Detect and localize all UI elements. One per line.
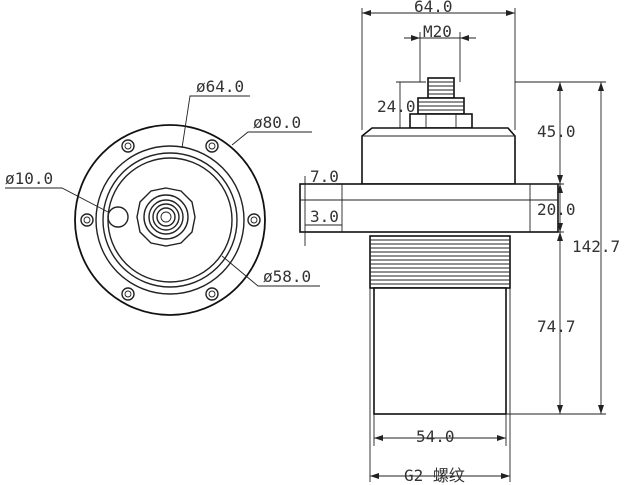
label-h74: 74.7 [537, 317, 576, 336]
label-h3: 3.0 [310, 207, 339, 226]
pitch-circle [95, 145, 245, 295]
bolt-hole-left [80, 213, 94, 227]
label-dia64: ø64.0 [196, 77, 244, 96]
bolt-holes [80, 139, 261, 301]
bolt-hole-top-left [121, 139, 135, 153]
outer-flange-circle [74, 124, 266, 316]
label-thread: G2 螺纹 [404, 466, 465, 485]
label-dia10: ø10.0 [5, 169, 53, 188]
center-connector [136, 187, 196, 247]
lower-body [373, 287, 507, 415]
label-h24: 24.0 [377, 97, 416, 116]
thread-section [369, 235, 511, 289]
bolt-hole-bottom-right [205, 287, 219, 301]
connector-thread [409, 77, 473, 129]
top-view: ø64.0 ø80.0 ø10.0 ø58.0 [5, 77, 320, 316]
label-h45: 45.0 [537, 122, 576, 141]
label-dia80: ø80.0 [253, 113, 301, 132]
leader-dia80 [231, 131, 312, 146]
flange [299, 183, 559, 233]
connector-nut [136, 187, 196, 247]
label-dia58: ø58.0 [263, 267, 311, 286]
label-h142: 142.7 [572, 237, 620, 256]
label-m20: M20 [423, 22, 452, 41]
label-h7: 7.0 [310, 167, 339, 186]
label-width64: 64.0 [414, 0, 453, 16]
leader-dia58 [221, 255, 320, 287]
leader-dia64 [181, 95, 250, 149]
label-h20: 20.0 [537, 200, 576, 219]
side-view: 64.0 M20 24.0 [299, 0, 620, 485]
bolt-hole-right [247, 213, 261, 227]
thread-lines [370, 239, 510, 285]
bolt-hole-top-right [205, 139, 219, 153]
leader-dia10 [5, 187, 109, 213]
body-circle-64 [102, 152, 238, 288]
bolt-hole-bottom-left [121, 287, 135, 301]
label-w54: 54.0 [416, 427, 455, 446]
port-circle [107, 206, 129, 228]
